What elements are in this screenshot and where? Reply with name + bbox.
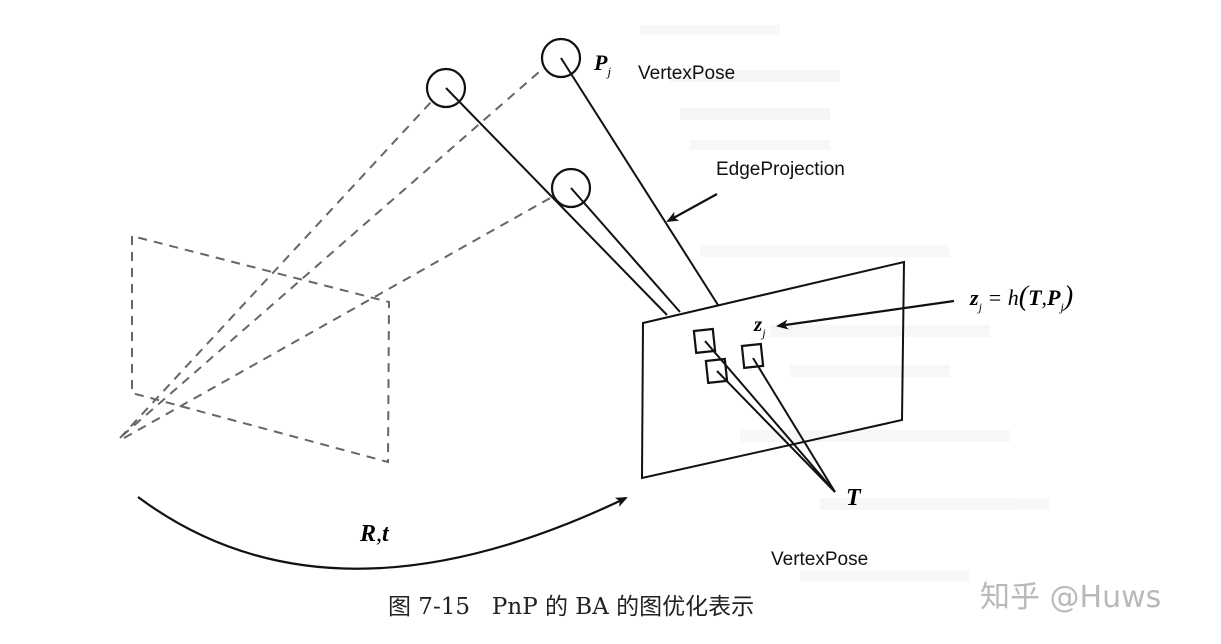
edge-projection-arrow bbox=[666, 193, 718, 222]
camera-ray-dashed-2 bbox=[121, 57, 556, 437]
pose-edge-3 bbox=[752, 357, 836, 493]
pose-edge-1 bbox=[704, 340, 836, 493]
camera-ray-dashed-3 bbox=[123, 187, 569, 439]
pose-edges bbox=[704, 340, 836, 493]
camera-ray-dashed-1 bbox=[119, 87, 445, 439]
pose-edge-2 bbox=[716, 370, 836, 493]
projection-edge-2 bbox=[560, 57, 719, 306]
projection-edge-1 bbox=[445, 87, 668, 316]
motion-arrow bbox=[137, 496, 628, 570]
observation-label: zj bbox=[753, 312, 766, 340]
measurement-equation: zj = h(T,Pj) bbox=[969, 281, 1073, 314]
landmark-label: Pj bbox=[593, 50, 611, 79]
figure-caption: 图 7-15 PnP 的 BA 的图优化表示 bbox=[388, 594, 754, 620]
edge-projection-label: EdgeProjection bbox=[716, 159, 845, 180]
vertex-pose-label-top: VertexPose bbox=[638, 63, 735, 84]
observation-boxes bbox=[692, 327, 765, 385]
observation-arrow bbox=[776, 299, 955, 330]
motion-label: R,t bbox=[359, 521, 390, 547]
image-plane bbox=[640, 260, 906, 480]
vertex-pose-label-bottom: VertexPose bbox=[771, 549, 868, 570]
watermark: 知乎 @Huws bbox=[980, 580, 1161, 615]
projection-edge-3 bbox=[570, 187, 681, 313]
camera-image-plane-dashed bbox=[131, 235, 391, 464]
observation-box-3 bbox=[740, 342, 765, 370]
background-ghost-text bbox=[640, 25, 1050, 582]
camera-frame-dashed bbox=[119, 57, 569, 464]
projection-edges bbox=[445, 57, 719, 316]
pose-label: T bbox=[846, 485, 862, 511]
